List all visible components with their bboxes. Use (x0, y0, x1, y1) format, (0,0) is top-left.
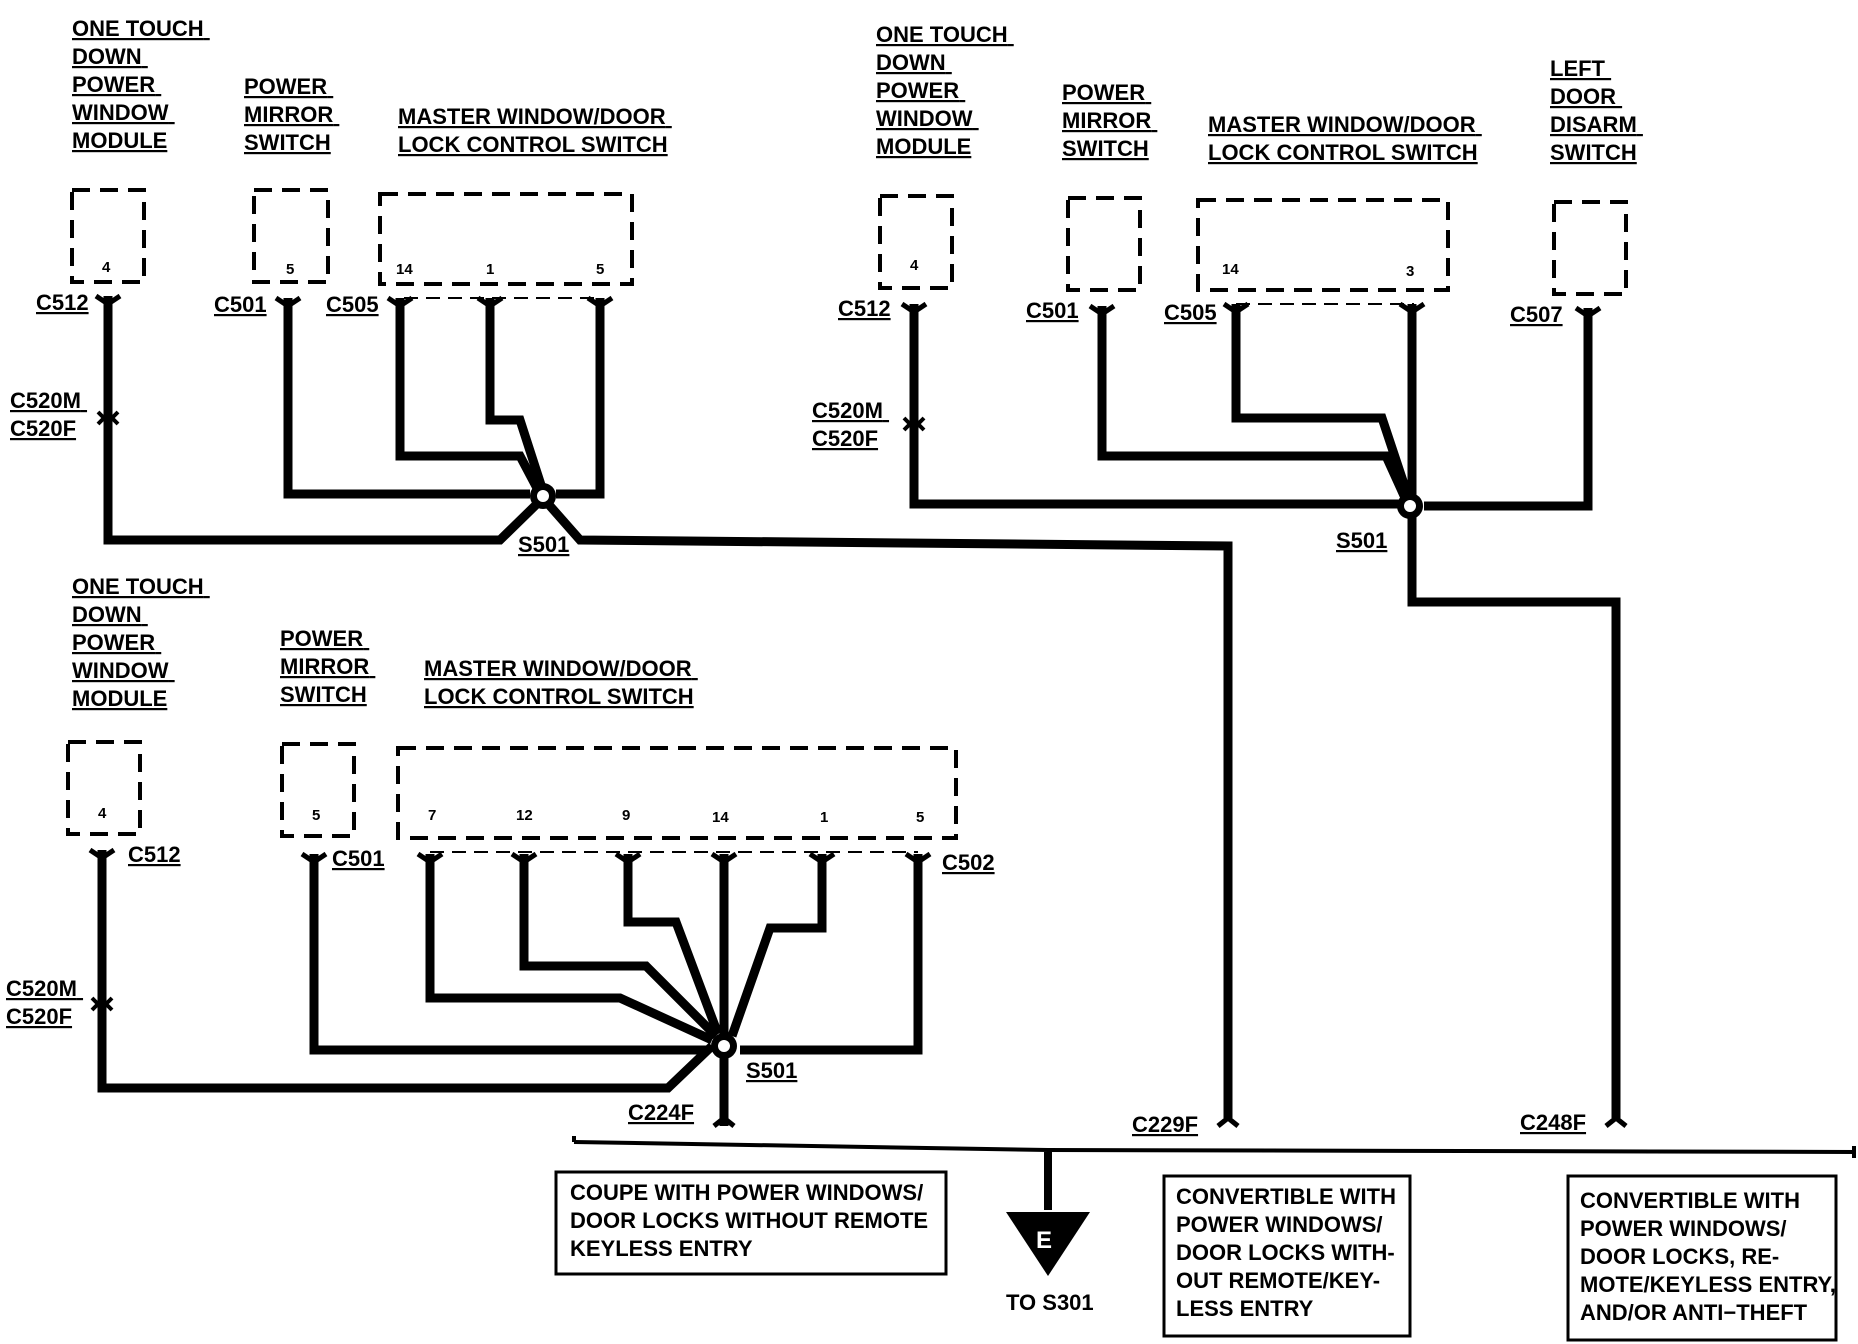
d3-c502-label: C502 (942, 850, 995, 875)
d3-c512-label: C512 (128, 842, 181, 867)
d1-pin: 5 (596, 261, 604, 278)
ground-arrow-icon (1006, 1212, 1090, 1276)
d3-one-touch-box (66, 740, 142, 836)
note-coupe: COUPE WITH POWER WINDOWS/ DOOR LOCKS WIT… (570, 1180, 934, 1261)
note-coupe-box (554, 1170, 948, 1276)
d3-splice (718, 1040, 730, 1052)
d2-c520-label: C520M C520F (812, 398, 889, 451)
d2-master-box (1196, 198, 1450, 292)
d2-disarm-label: LEFT DOOR DISARM SWITCH (1550, 56, 1643, 165)
d3-wire (97, 850, 716, 1093)
d1-wire (485, 298, 547, 490)
d3-pin: 5 (312, 807, 320, 824)
d1-wire (395, 298, 542, 493)
d3-one-touch-label: ONE TOUCH DOWN POWER WINDOW MODULE (72, 574, 210, 711)
d2-wire (1097, 306, 1411, 502)
d1-master-box (378, 192, 634, 286)
d3-connector-mark (88, 847, 932, 866)
d1-c505-label: C505 (326, 292, 379, 317)
diagram-2: ONE TOUCH DOWN POWER WINDOW MODULE POWER… (812, 22, 1643, 1118)
d3-pin: 5 (916, 809, 924, 826)
d2-master-label: MASTER WINDOW/DOOR LOCK CONTROL SWITCH (1208, 112, 1482, 165)
d3-splice-label: S501 (746, 1058, 797, 1083)
ground-destination: TO S301 (1006, 1290, 1094, 1315)
note-convertible-no-remote: CONVERTIBLE WITH POWER WINDOWS/ DOOR LOC… (1176, 1184, 1402, 1321)
d3-pin: 14 (712, 809, 729, 826)
d1-pin: 14 (396, 261, 413, 278)
d1-master-label: MASTER WINDOW/DOOR LOCK CONTROL SWITCH (398, 104, 672, 157)
d2-wire (909, 304, 1410, 509)
d2-pin: 3 (1406, 263, 1414, 280)
d2-wire (1424, 308, 1593, 511)
d2-c507-label: C507 (1510, 302, 1563, 327)
d3-pin: 7 (428, 807, 436, 824)
d2-disarm-box (1552, 200, 1628, 296)
d1-c520-label: C520M C520F (10, 388, 87, 441)
d2-splice (1404, 500, 1416, 512)
d1-inline-connector (96, 410, 120, 426)
d3-pin: 4 (98, 805, 107, 822)
d1-wire (103, 296, 547, 545)
d1-c512-label: C512 (36, 290, 89, 315)
d2-inline-connector (902, 416, 926, 432)
d1-pin: 4 (102, 259, 111, 276)
d3-c520-label: C520M C520F (6, 976, 83, 1029)
d3-wire (309, 854, 706, 1055)
bottom-connector-mark (712, 1114, 1628, 1128)
d3-pin: 9 (622, 807, 630, 824)
d2-mirror-label: POWER MIRROR SWITCH (1062, 80, 1157, 161)
d1-mirror-box (252, 188, 330, 284)
d2-pin: 4 (910, 257, 919, 274)
d1-connector-mark (274, 295, 614, 310)
c224f-label: C224F (628, 1100, 694, 1125)
d1-wire (283, 298, 530, 499)
d2-one-touch-label: ONE TOUCH DOWN POWER WINDOW MODULE (876, 22, 1014, 159)
note-convertible-remote-box (1566, 1174, 1838, 1342)
d3-wire (623, 854, 723, 1036)
d1-splice-label: S501 (518, 532, 569, 557)
d3-mirror-box (280, 742, 356, 838)
d3-wire (425, 854, 714, 1045)
ground-bus (573, 1140, 1857, 1154)
ground-letter: E (1036, 1227, 1052, 1254)
d1-wire-to-c229f (539, 495, 1233, 1118)
d2-wire (1231, 304, 1413, 498)
c248f-label: C248F (1520, 1110, 1586, 1135)
d2-pin: 14 (1222, 261, 1239, 278)
d2-connector-mark (900, 301, 1602, 320)
d1-mirror-label: POWER MIRROR SWITCH (244, 74, 339, 155)
d2-one-touch-box (878, 194, 954, 290)
d1-one-touch-label: ONE TOUCH DOWN POWER WINDOW MODULE (72, 16, 210, 153)
d1-wire (556, 298, 605, 499)
d2-c501-label: C501 (1026, 298, 1079, 323)
d1-connector-mark (94, 293, 122, 308)
c229f-label: C229F (1132, 1112, 1198, 1137)
d1-splice (537, 490, 549, 502)
d3-inline-connector (90, 996, 114, 1012)
d2-mirror-box (1066, 196, 1142, 292)
d1-one-touch-box (70, 188, 146, 284)
d2-wire-to-c248f (1407, 508, 1621, 1118)
d3-pin: 1 (820, 809, 828, 826)
d1-c501-label: C501 (214, 292, 267, 317)
d2-splice-label: S501 (1336, 528, 1387, 553)
d3-master-box (396, 746, 958, 840)
d3-master-label: MASTER WINDOW/DOOR LOCK CONTROL SWITCH (424, 656, 698, 709)
diagram-3: ONE TOUCH DOWN POWER WINDOW MODULE POWER… (6, 574, 995, 1126)
d3-wire (727, 854, 827, 1038)
d3-c501-label: C501 (332, 846, 385, 871)
d2-c512-label: C512 (838, 296, 891, 321)
d2-c505-label: C505 (1164, 300, 1217, 325)
note-convertible-no-remote-box (1162, 1174, 1412, 1338)
diagram-1: ONE TOUCH DOWN POWER WINDOW MODULE POWER… (10, 16, 1233, 1118)
d3-wire (519, 854, 720, 1040)
d1-pin: 5 (286, 261, 294, 278)
d3-wire (740, 854, 923, 1055)
note-convertible-remote: CONVERTIBLE WITH POWER WINDOWS/ DOOR LOC… (1580, 1188, 1842, 1325)
d3-pin: 12 (516, 807, 533, 824)
d1-pin: 1 (486, 261, 494, 278)
ground-section: C224F C229F C248F E TO S301 COUPE WITH P… (554, 1100, 1857, 1342)
d3-mirror-label: POWER MIRROR SWITCH (280, 626, 375, 707)
